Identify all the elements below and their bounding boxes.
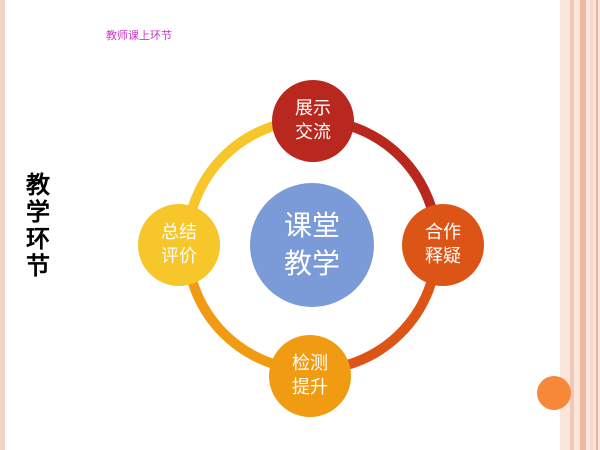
center-node-line2: 教学 bbox=[283, 247, 340, 280]
decorative-orange-dot bbox=[537, 376, 571, 410]
top-node: 展示 交流 bbox=[272, 80, 354, 162]
right-node-line2: 释疑 bbox=[425, 246, 461, 267]
right-node-line1: 合作 bbox=[425, 222, 461, 243]
side-title: 教学环节 bbox=[23, 172, 53, 280]
bottom-node-line1: 检测 bbox=[292, 353, 328, 374]
left-node-line1: 总结 bbox=[161, 222, 197, 243]
center-node-line1: 课堂 bbox=[283, 209, 340, 242]
left-node: 总结 评价 bbox=[138, 204, 220, 286]
right-node: 合作 释疑 bbox=[402, 204, 484, 286]
slide-right-stripes bbox=[560, 0, 600, 450]
left-node-line2: 评价 bbox=[161, 246, 197, 267]
bottom-node: 检测 提升 bbox=[269, 335, 351, 417]
center-node: 课堂 教学 bbox=[250, 183, 374, 307]
top-node-line2: 交流 bbox=[295, 122, 331, 143]
top-node-line1: 展示 bbox=[295, 98, 331, 119]
bottom-node-line2: 提升 bbox=[292, 377, 328, 398]
slide-left-border bbox=[0, 0, 5, 450]
side-title-text: 教学环节 bbox=[26, 171, 50, 280]
header-caption: 教师课上环节 bbox=[106, 29, 172, 42]
